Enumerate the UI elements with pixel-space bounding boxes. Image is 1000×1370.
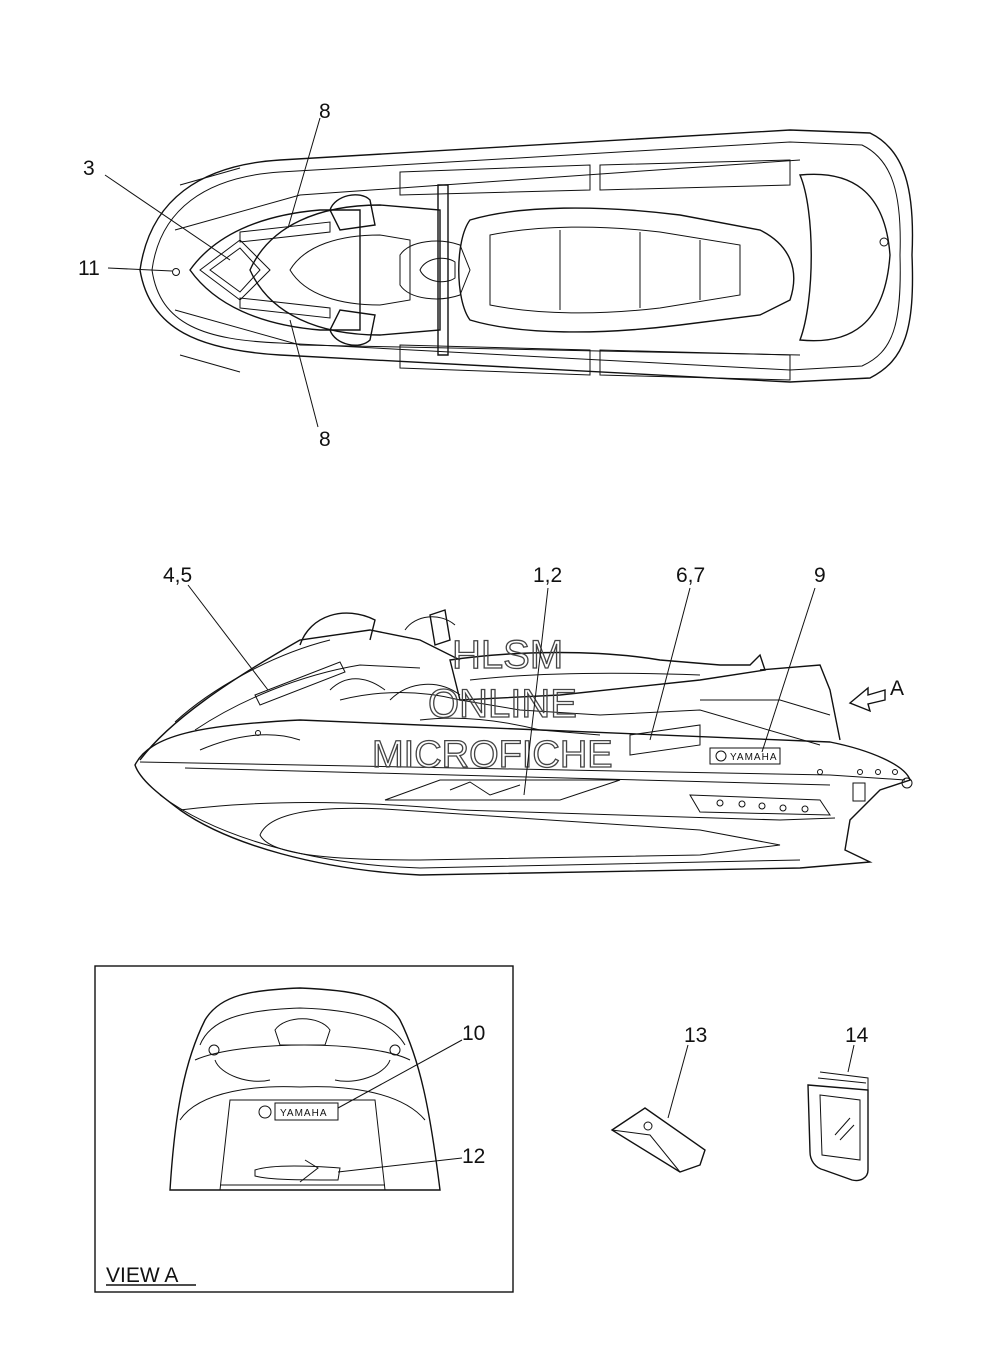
- view-a-arrow: [848, 686, 886, 713]
- callout-8-upper: 8: [319, 100, 331, 123]
- watermark: HLSM ONLINE MICROFICHE: [371, 632, 613, 776]
- watermark-line1: HLSM: [452, 633, 563, 677]
- part-13-pouch: 13: [610, 1024, 707, 1173]
- decal-6-7: [629, 724, 701, 756]
- part-14-doc-bag: 14: [807, 1024, 869, 1182]
- decal-4-5: [254, 661, 346, 706]
- side-view-callouts: 4,5 1,2 6,7 9 A: [163, 564, 904, 796]
- callout-11: 11: [78, 257, 100, 280]
- callout-6-7: 6,7: [676, 564, 705, 587]
- decal-9-yamaha: YAMAHA: [709, 747, 781, 765]
- side-view-craft: YAMAHA: [134, 609, 913, 876]
- callout-10: 10: [462, 1022, 485, 1045]
- decal-10-yamaha: YAMAHA: [258, 1102, 339, 1121]
- top-view-craft: [139, 129, 914, 383]
- callout-13: 13: [684, 1024, 707, 1047]
- callout-8-lower: 8: [319, 428, 331, 451]
- view-a-panel: YAMAHA 10 12 VIEW A: [94, 965, 514, 1293]
- decal-8-lower: [239, 297, 331, 319]
- callout-14: 14: [845, 1024, 869, 1047]
- callout-12: 12: [462, 1145, 485, 1168]
- callout-9: 9: [814, 564, 826, 587]
- decal-12: [254, 1159, 341, 1183]
- watermark-line3: MICROFICHE: [372, 734, 613, 776]
- top-view-callouts: 8 3 11 8: [78, 100, 331, 451]
- callout-1-2: 1,2: [533, 564, 562, 587]
- callout-3: 3: [83, 157, 95, 180]
- yamaha-rear-text: YAMAHA: [280, 1108, 328, 1119]
- callout-4-5: 4,5: [163, 564, 192, 587]
- watermark-line2: ONLINE: [428, 682, 577, 726]
- view-a-label: VIEW A: [106, 1264, 178, 1287]
- decal-1-2: [384, 779, 621, 801]
- decal-8-upper: [239, 221, 331, 243]
- yamaha-side-text: YAMAHA: [730, 752, 778, 763]
- callout-a: A: [890, 677, 904, 700]
